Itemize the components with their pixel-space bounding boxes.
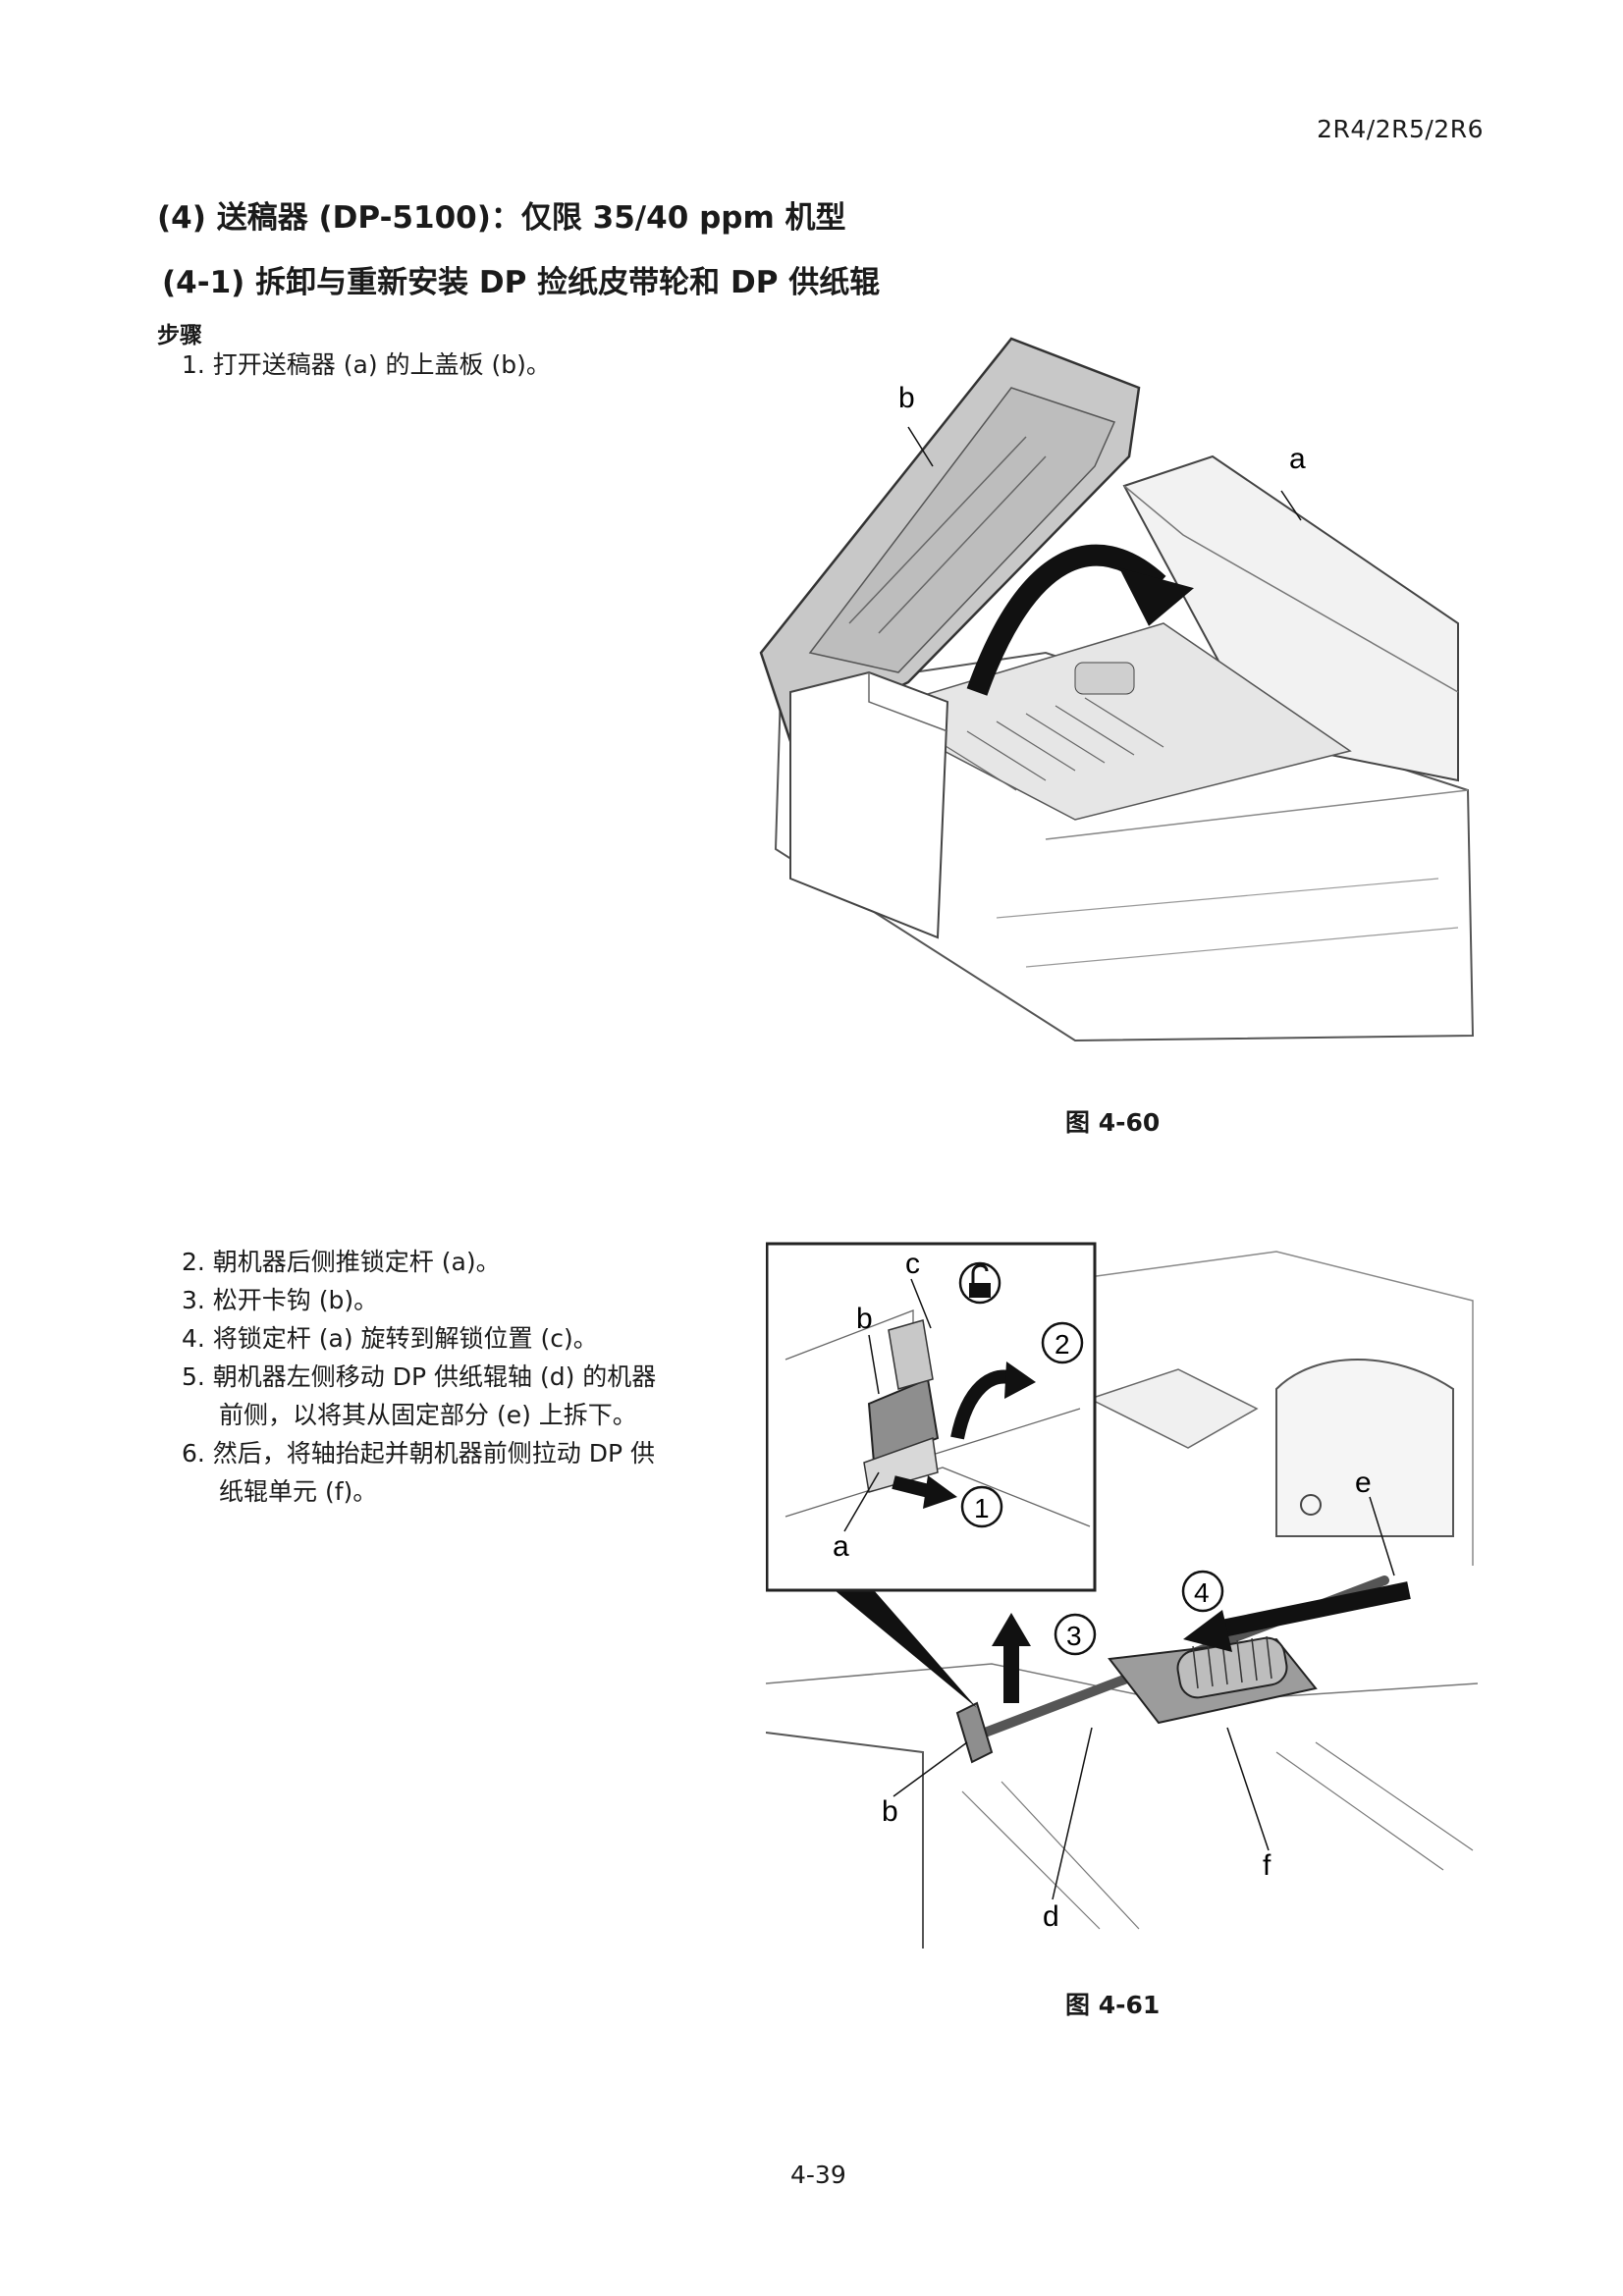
fig61-label-d: d	[1043, 1900, 1059, 1933]
section-title: (4) 送稿器 (DP-5100)：仅限 35/40 ppm 机型	[157, 200, 846, 236]
fig61-label-e: e	[1355, 1467, 1372, 1499]
model-code: 2R4/2R5/2R6	[1317, 115, 1484, 143]
fig61-label-f: f	[1263, 1849, 1271, 1882]
step-number-2: 2	[1055, 1329, 1070, 1360]
fig61-label-b: b	[882, 1795, 898, 1828]
step-6: 6. 然后，将轴抬起并朝机器前侧拉动 DP 供	[182, 1439, 656, 1468]
step-4: 4. 将锁定杆 (a) 旋转到解锁位置 (c)。	[182, 1324, 598, 1353]
step-number-1: 1	[974, 1493, 990, 1523]
inset-label-c: c	[905, 1248, 920, 1280]
inset-label-b: b	[856, 1303, 873, 1335]
step-number-3: 3	[1066, 1621, 1082, 1651]
figure-caption: 图 4-60	[1065, 1108, 1161, 1137]
step-5: 5. 朝机器左侧移动 DP 供纸辊轴 (d) 的机器	[182, 1362, 657, 1391]
fig60-label-b: b	[898, 382, 915, 414]
steps-label: 步骤	[157, 323, 202, 348]
step-2: 2. 朝机器后侧推锁定杆 (a)。	[182, 1248, 501, 1276]
steps-2-6: 2. 朝机器后侧推锁定杆 (a)。 3. 松开卡钩 (b)。 4. 将锁定杆 (…	[182, 1243, 731, 1511]
figure-4-61: 3 4 b d f e 1 2 c b a	[766, 1242, 1478, 1949]
unlock-icon	[958, 1261, 1001, 1305]
page-number: 4-39	[790, 2161, 846, 2189]
step-number-4: 4	[1194, 1577, 1210, 1608]
fig60-label-a: a	[1289, 443, 1306, 475]
step-6-cont: 纸辊单元 (f)。	[219, 1477, 378, 1506]
subsection-title: (4-1) 拆卸与重新安装 DP 捡纸皮带轮和 DP 供纸辊	[162, 265, 881, 300]
inset-label-a: a	[833, 1530, 849, 1563]
step-5-cont: 前侧，以将其从固定部分 (e) 上拆下。	[219, 1401, 637, 1429]
figure-4-60: b a	[759, 337, 1475, 1042]
figure-caption: 图 4-61	[1065, 1991, 1161, 2019]
step-3: 3. 松开卡钩 (b)。	[182, 1286, 379, 1314]
step-1: 1. 打开送稿器 (a) 的上盖板 (b)。	[182, 350, 551, 379]
